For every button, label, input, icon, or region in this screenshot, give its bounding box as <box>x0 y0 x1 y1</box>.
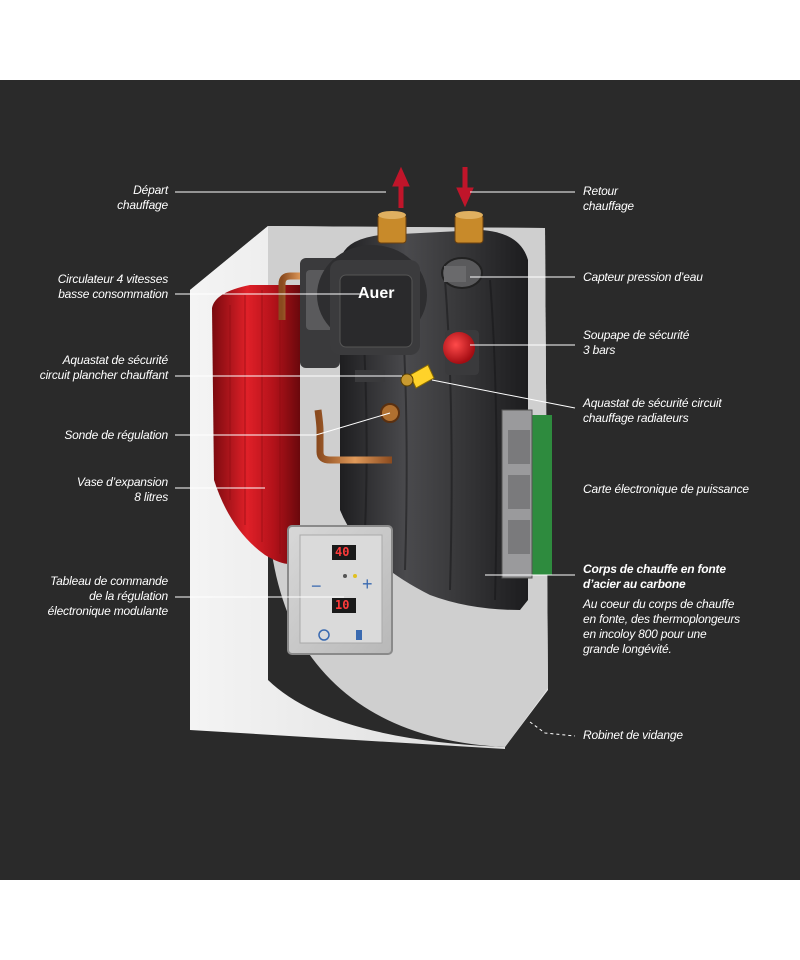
display-top: 40 <box>335 545 350 559</box>
arrow-depart-up <box>392 166 410 208</box>
label-sonde: Sonde de régulation <box>64 428 168 442</box>
display-bottom: 10 <box>335 598 350 612</box>
circulator-pump: Auer <box>300 245 427 368</box>
copper-pipe-bottom <box>314 409 392 464</box>
diagram-panel: Auer 40 10 − + <box>0 80 800 880</box>
safety-valve <box>443 330 479 375</box>
pressure-sensor <box>441 257 483 289</box>
label-capteur: Capteur pression d’eau <box>583 270 703 284</box>
leader-lines <box>175 191 576 737</box>
minus-button[interactable]: − <box>311 576 322 596</box>
label-carte: Carte électronique de puissance <box>583 482 749 496</box>
aquastat-radiateurs <box>409 364 435 389</box>
arrow-retour-down <box>456 167 474 208</box>
expansion-vessel <box>212 285 300 564</box>
boiler-illustration: Auer <box>190 166 552 749</box>
power-board <box>501 409 552 579</box>
copper-pipe-top <box>278 272 320 320</box>
label-robinet: Robinet de vidange <box>583 728 683 742</box>
plus-button[interactable]: + <box>362 574 373 594</box>
control-panel <box>287 525 393 655</box>
aquastat-plancher <box>400 373 414 387</box>
pump-brand-text: Auer <box>358 285 394 302</box>
